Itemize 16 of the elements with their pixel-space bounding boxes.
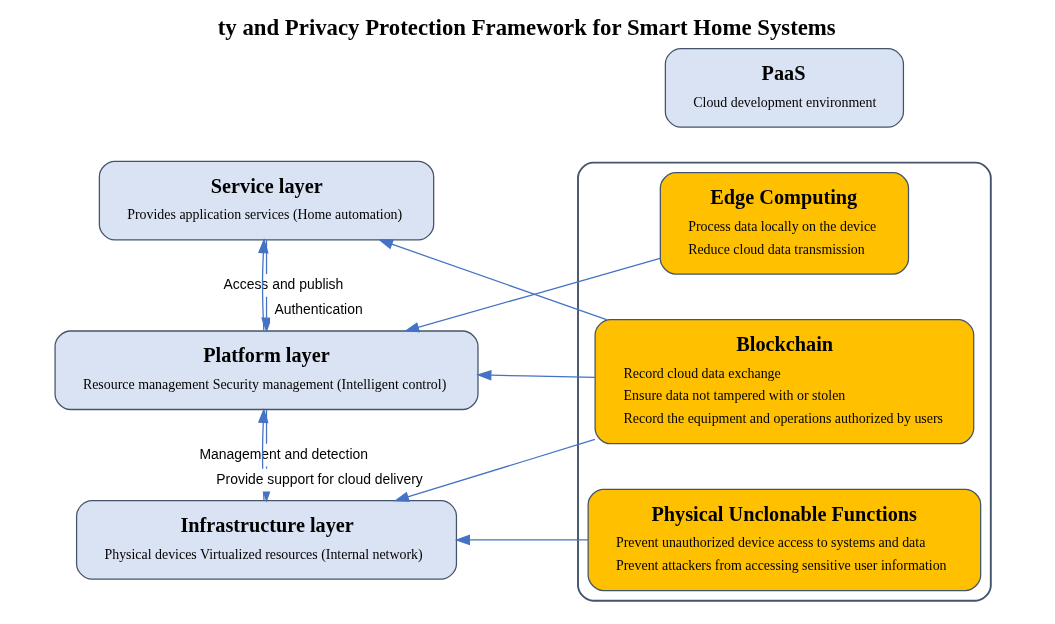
node-box: Service layer Provides application services (Home automation) bbox=[98, 160, 434, 241]
edge-label: Authentication bbox=[274, 301, 363, 318]
node-box: Platform layer Resource management Security management (Intelligent control) bbox=[53, 330, 479, 411]
node-box: Physical Unclonable Functions Prevent unauthorized device access to systems and data Prevent attackers from accessing sensitive user information bbox=[587, 488, 981, 592]
arrow bbox=[475, 369, 596, 381]
diagram-title: ty and Privacy Protection Framework for Smart Home Systems bbox=[217, 15, 836, 41]
arrow bbox=[393, 438, 596, 502]
node-box: PaaS Cloud development environment bbox=[664, 48, 904, 128]
arrow bbox=[454, 534, 589, 546]
node-box: Infrastructure layer Physical devices Virtualized resources (Internal network) bbox=[75, 500, 457, 580]
arrow bbox=[403, 257, 661, 333]
cluster bbox=[576, 161, 992, 602]
arrow bbox=[377, 239, 607, 321]
node-box: Blockchain Record cloud data exchange Ensure data not tampered with or stolen Record the equipment and operations authorized by users bbox=[593, 318, 974, 445]
node-box: Edge Computing Process data locally on the device Reduce cloud data transmission bbox=[659, 172, 909, 275]
edge-label: Provide support for cloud delivery bbox=[215, 470, 423, 487]
